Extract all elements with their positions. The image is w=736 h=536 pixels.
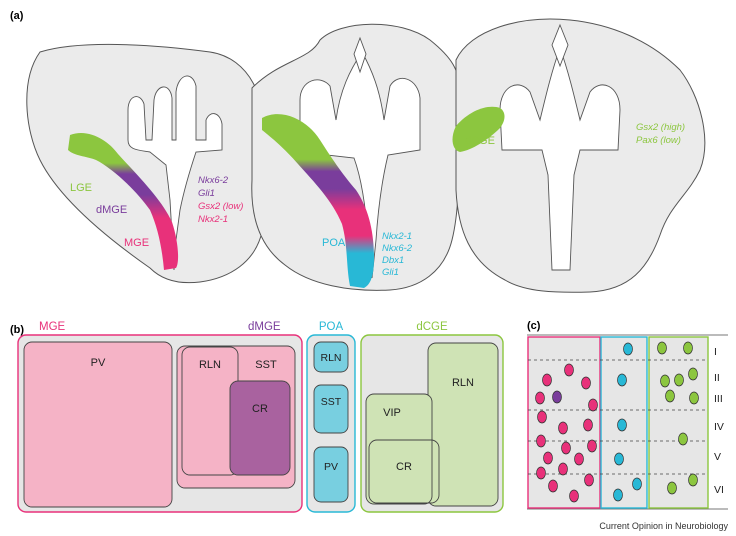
gene-poa-3: Dbx1 [382,255,404,266]
layer-dividers [528,359,708,475]
mge-band-2 [262,114,374,288]
dmge-header: dMGE [248,321,281,333]
rln-box-cge [427,342,499,507]
dmge-cell [552,390,562,404]
pv-box-poa [313,446,349,503]
mge-band-1 [68,132,179,270]
vip-label-cge: VIP [383,407,401,419]
gene-poa-1: Nkx2-1 [382,231,412,242]
cr-label-mge: CR [252,403,268,415]
mge-label: MGE [124,237,149,249]
sst-label-poa: SST [321,396,342,408]
poa-cells [613,342,642,502]
dcge-label: dCGE [465,135,495,147]
gene-mge-1: Nkx6-2 [198,175,229,186]
panel-c-label: (c) [527,320,541,332]
sst-label: SST [255,359,277,371]
panel-a-label: (a) [10,10,24,22]
layer-V: V [714,451,721,463]
layer-I: I [714,346,717,358]
ventricle-3 [499,23,621,271]
dcge-header: dCGE [416,321,448,333]
dcge-band [452,106,505,152]
layer-II: II [714,372,720,384]
gene-poa-4: Gli1 [382,267,399,278]
pv-label: PV [91,357,106,369]
layer-VI: VI [714,484,724,496]
pv-box [23,341,173,508]
gene-mge-2: Gli1 [198,188,215,199]
gene-poa-2: Nkx6-2 [382,243,413,254]
cge-cortex-column [648,336,709,509]
mge-cells [535,363,598,503]
pv-label-poa: PV [324,461,338,473]
rln-box-poa [313,341,349,373]
gene-mge-4: Nkx2-1 [198,214,228,225]
cge-cells [657,341,699,495]
rln-label-cge: RLN [452,377,474,389]
layer-III: III [714,393,723,405]
rln-label-mge: RLN [199,359,221,371]
cr-label-cge: CR [396,461,412,473]
credit-text: Current Opinion in Neurobiology [599,521,728,531]
ventricle-2 [299,36,421,279]
cr-box-mge [229,380,291,476]
poa-header: POA [319,321,344,333]
gene-mge-3: Gsx2 (low) [198,201,243,212]
brain-section-1 [26,43,266,284]
lge-label: LGE [70,182,92,194]
vip-box-cge [365,393,433,505]
sst-box-poa [313,384,349,434]
cr-box-cge [368,439,440,504]
brain-section-3 [455,18,706,293]
layer-IV: IV [714,421,724,433]
dmge-label: dMGE [96,204,127,216]
mge-header: MGE [39,321,66,333]
rln-label-poa: RLN [320,352,341,364]
gene-cge-1: Gsx2 (high) [636,122,685,133]
poa-label: POA [322,237,346,249]
gene-cge-2: Pax6 (low) [636,135,681,146]
panel-b-label: (b) [10,324,24,336]
